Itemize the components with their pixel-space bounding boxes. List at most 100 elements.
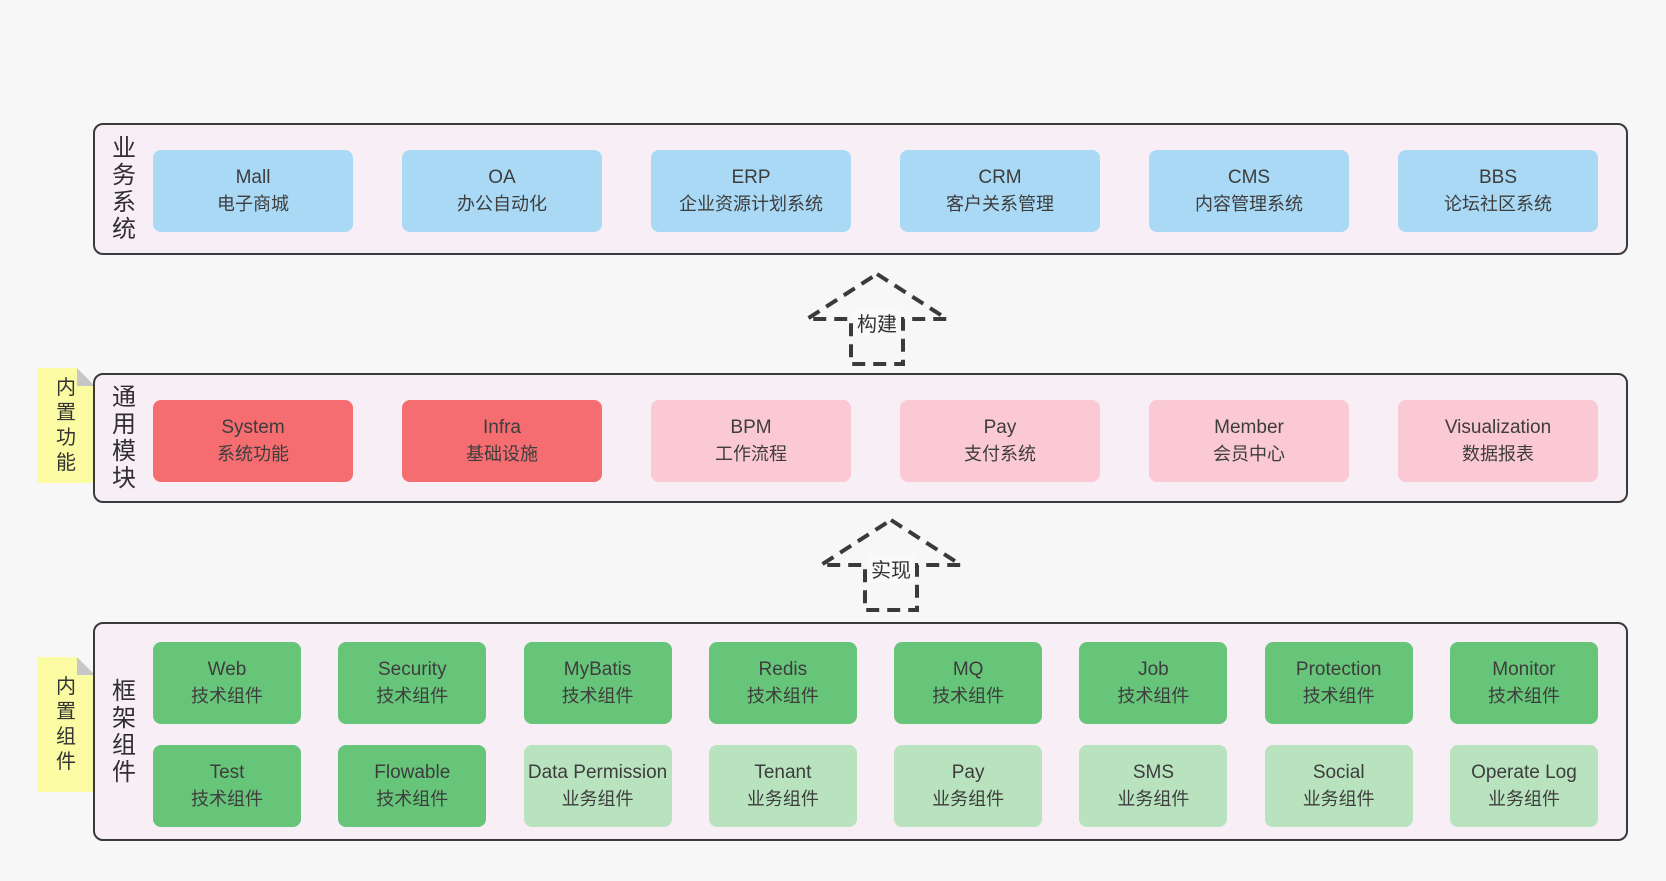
box-title: Web	[207, 659, 247, 680]
box-subtitle: 技术组件	[191, 686, 263, 706]
box-title: Visualization	[1444, 417, 1552, 438]
box-data-permission: Data Permission 业务组件	[523, 745, 672, 827]
sticky-note-built-in-features: 内置功能	[37, 368, 95, 483]
vertical-label-char: 框	[112, 677, 136, 705]
vertical-label-char: 置	[56, 401, 76, 424]
implement-arrow: 实现	[814, 516, 968, 614]
box-subtitle: 业务组件	[1302, 789, 1375, 809]
box-title: Tenant	[754, 762, 812, 783]
sticky-note-built-in-components: 内置组件	[37, 657, 95, 792]
box-subtitle: 技术组件	[932, 686, 1005, 706]
box-protection: Protection 技术组件	[1264, 642, 1413, 724]
box-title: Job	[1138, 659, 1169, 680]
arrow-label: 构建	[853, 308, 901, 337]
box-subtitle: 技术组件	[376, 686, 449, 706]
box-visualization: Visualization 数据报表	[1398, 400, 1598, 482]
box-title: Pay	[983, 417, 1017, 438]
box-subtitle: 技术组件	[191, 789, 263, 809]
box-subtitle: 技术组件	[1487, 686, 1560, 706]
box-title: System	[221, 417, 285, 438]
box-web: Web 技术组件	[153, 642, 301, 724]
vertical-label-char: 内	[56, 675, 76, 698]
vertical-label-char: 内	[56, 376, 76, 399]
box-title: OA	[488, 167, 516, 188]
vertical-label-char: 组	[112, 731, 136, 759]
layer-1-row-0: System 系统功能 Infra 基础设施 BPM 工作流程 Pay 支付系统 Member 会…	[153, 400, 1598, 482]
box-subtitle: 业务组件	[1117, 789, 1190, 809]
box-security: Security 技术组件	[338, 642, 487, 724]
box-subtitle: 支付系统	[964, 444, 1036, 464]
box-title: Security	[377, 659, 447, 680]
layer-side-label: 业务系统	[95, 125, 153, 253]
layer-common-modules: 通用模块 System 系统功能 Infra 基础设施 BPM 工作流程 Pay 支付系统 Me…	[93, 373, 1628, 503]
vertical-label-char: 功	[56, 426, 76, 449]
vertical-label-char: 用	[112, 411, 136, 438]
arrow-label: 实现	[867, 554, 915, 583]
box-system: System 系统功能	[153, 400, 353, 482]
vertical-label-char: 系	[112, 189, 136, 216]
vertical-label-char: 组	[56, 725, 76, 748]
box-subtitle: 系统功能	[217, 444, 289, 464]
sticky-note-label: 内置功能	[37, 368, 95, 483]
box-subtitle: 业务组件	[561, 789, 634, 809]
box-subtitle: 数据报表	[1462, 444, 1534, 464]
box-title: Mall	[235, 167, 271, 188]
vertical-label-char: 能	[56, 451, 76, 474]
vertical-label-char: 件	[56, 750, 76, 773]
box-title: ERP	[731, 167, 771, 188]
box-subtitle: 业务组件	[746, 789, 819, 809]
box-tenant: Tenant 业务组件	[708, 745, 857, 827]
box-subtitle: 会员中心	[1213, 444, 1285, 464]
vertical-label-char: 业	[112, 135, 136, 162]
box-pay: Pay 支付系统	[900, 400, 1100, 482]
box-subtitle: 电子商城	[217, 194, 289, 214]
box-mall: Mall 电子商城	[153, 150, 353, 232]
box-title: Member	[1214, 417, 1284, 438]
box-title: Flowable	[374, 762, 451, 783]
box-subtitle: 工作流程	[715, 444, 787, 464]
box-title: BPM	[730, 417, 772, 438]
box-subtitle: 技术组件	[376, 789, 449, 809]
box-title: Data Permission	[527, 762, 668, 783]
box-infra: Infra 基础设施	[402, 400, 602, 482]
box-title: Test	[209, 762, 245, 783]
dashed-up-arrow-icon	[800, 271, 954, 366]
box-title: CRM	[978, 167, 1022, 188]
box-monitor: Monitor 技术组件	[1449, 642, 1598, 724]
box-subtitle: 技术组件	[1302, 686, 1375, 706]
build-arrow: 构建	[800, 270, 954, 368]
box-subtitle: 基础设施	[466, 444, 538, 464]
dashed-up-arrow-icon	[814, 517, 968, 612]
box-test: Test 技术组件	[153, 745, 301, 827]
box-title: Monitor	[1492, 659, 1556, 680]
layer-side-label: 通用模块	[95, 375, 153, 501]
box-title: Infra	[482, 417, 522, 438]
vertical-label-char: 通	[112, 384, 136, 411]
box-title: Protection	[1295, 659, 1382, 680]
box-subtitle: 技术组件	[746, 686, 819, 706]
box-subtitle: 内容管理系统	[1195, 194, 1303, 214]
vertical-label-char: 块	[112, 465, 136, 492]
box-subtitle: 企业资源计划系统	[679, 194, 823, 214]
vertical-label-char: 件	[112, 758, 136, 786]
box-flowable: Flowable 技术组件	[338, 745, 487, 827]
box-subtitle: 业务组件	[932, 789, 1005, 809]
vertical-label-char: 务	[112, 162, 136, 189]
